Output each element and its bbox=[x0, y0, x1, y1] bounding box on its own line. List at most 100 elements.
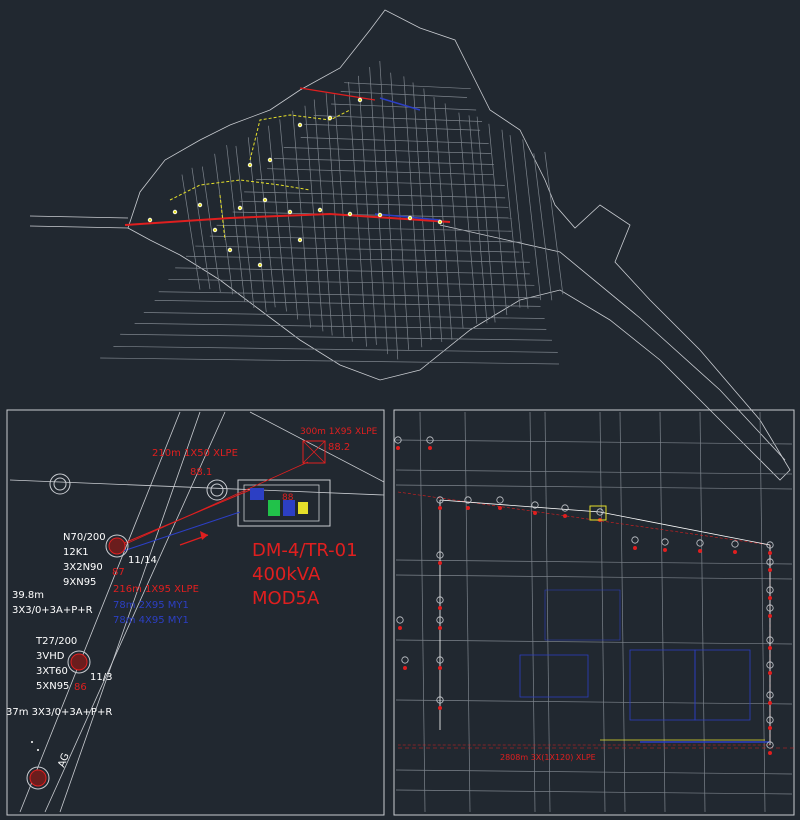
network-node bbox=[436, 616, 444, 624]
street-segment bbox=[433, 97, 453, 340]
left-road-2 bbox=[44, 411, 226, 813]
network-red-dashed bbox=[397, 491, 771, 746]
pole-2-line-3: 3XT60 bbox=[36, 666, 68, 677]
street-segment bbox=[444, 103, 464, 329]
pole-2-line-1: T27/200 bbox=[35, 636, 77, 647]
pole-2-line-2: 3VHD bbox=[36, 651, 65, 662]
map-marker bbox=[327, 115, 333, 121]
street-segment bbox=[599, 411, 606, 813]
red-cable-to-transformer bbox=[116, 461, 309, 549]
pole-1-line-2: 12K1 bbox=[63, 547, 89, 558]
left-road-1 bbox=[19, 411, 181, 813]
street-segment bbox=[403, 76, 423, 348]
street-segment bbox=[458, 112, 478, 324]
network-node-marker bbox=[768, 671, 773, 676]
west-spur bbox=[29, 215, 129, 229]
street-segment bbox=[395, 789, 793, 795]
network-node bbox=[436, 496, 444, 504]
network-node bbox=[766, 716, 774, 724]
network-node-marker bbox=[437, 626, 442, 631]
main-red-cable bbox=[124, 212, 451, 226]
street-segment bbox=[619, 411, 626, 813]
street-segment bbox=[143, 312, 545, 319]
network-node-marker bbox=[397, 626, 402, 631]
node-label-top-right: 88.2 bbox=[328, 442, 350, 453]
network-node bbox=[436, 696, 444, 704]
city-outline bbox=[127, 9, 791, 481]
blue-zone-1 bbox=[519, 654, 589, 698]
transformer-box-cross bbox=[302, 440, 326, 464]
network-node-marker bbox=[768, 596, 773, 601]
substation-number: 88 bbox=[282, 493, 294, 503]
street-segment bbox=[340, 91, 468, 98]
street-segment bbox=[181, 174, 201, 290]
network-node bbox=[464, 496, 472, 504]
pole-circle-right-inner bbox=[210, 483, 224, 497]
map-marker bbox=[357, 97, 363, 103]
map-marker bbox=[287, 209, 293, 215]
network-node bbox=[596, 508, 604, 516]
network-node-marker bbox=[768, 614, 773, 619]
cable-mid-blue-1: 78m 2X95 MY1 bbox=[113, 600, 189, 611]
network-node bbox=[394, 436, 402, 444]
street-segment bbox=[134, 323, 547, 330]
street-segment bbox=[244, 191, 506, 199]
street-segment bbox=[235, 145, 255, 309]
street-segment bbox=[395, 639, 793, 645]
network-node-marker bbox=[633, 546, 638, 551]
dot-2 bbox=[37, 749, 39, 751]
map-marker bbox=[262, 197, 268, 203]
street-segment bbox=[759, 411, 766, 813]
network-node-marker bbox=[437, 561, 442, 566]
network-node-marker bbox=[497, 505, 502, 510]
pole-3 bbox=[29, 769, 47, 787]
street-segment bbox=[476, 116, 496, 323]
blue-zone-2 bbox=[629, 649, 696, 721]
pole-1-line-4: 9XN95 bbox=[63, 577, 96, 588]
substation-model: MOD5A bbox=[252, 588, 320, 609]
street-segment bbox=[544, 411, 551, 813]
street-segment bbox=[390, 72, 409, 350]
pole-1-outer bbox=[105, 534, 129, 558]
street-segment bbox=[395, 769, 793, 775]
pole-1-id: 11/14 bbox=[128, 555, 157, 566]
substation-inner bbox=[243, 484, 320, 522]
network-node-marker bbox=[437, 706, 442, 711]
network-node bbox=[436, 656, 444, 664]
bottom-cable-label: 2808m 3X(1X120) XLPE bbox=[500, 753, 596, 762]
network-node bbox=[766, 661, 774, 669]
blue-zone-3 bbox=[694, 649, 751, 721]
network-node bbox=[531, 501, 539, 509]
street-segment bbox=[256, 136, 276, 308]
network-node bbox=[766, 636, 774, 644]
map-marker bbox=[347, 211, 353, 217]
street-segment bbox=[379, 60, 399, 360]
left-road-diag bbox=[249, 411, 385, 483]
network-node-marker bbox=[437, 505, 442, 510]
network-node-marker bbox=[563, 514, 568, 519]
map-marker bbox=[197, 202, 203, 208]
street-segment bbox=[423, 88, 443, 343]
street-segment bbox=[226, 145, 245, 302]
network-node-marker bbox=[427, 445, 432, 450]
street-segment bbox=[488, 123, 508, 316]
pole-2-outer bbox=[67, 650, 91, 674]
street-segment bbox=[313, 115, 483, 122]
street-segment bbox=[201, 166, 221, 292]
network-node bbox=[661, 538, 669, 546]
street-segment bbox=[369, 67, 388, 355]
street-segment bbox=[395, 559, 793, 565]
street-segment bbox=[395, 439, 793, 445]
street-segment bbox=[274, 158, 494, 165]
network-node-marker bbox=[768, 701, 773, 706]
east-road bbox=[439, 224, 786, 461]
street-segment bbox=[419, 411, 426, 813]
street-segment bbox=[468, 115, 488, 324]
street-segment bbox=[331, 103, 477, 111]
network-node-marker bbox=[663, 548, 668, 553]
arrow-head bbox=[200, 531, 208, 540]
cable-mid-blue-2: 78m 4X95 MY1 bbox=[113, 615, 189, 626]
pole-circle-left-inner bbox=[53, 477, 67, 491]
blue-zone-4 bbox=[544, 589, 621, 641]
